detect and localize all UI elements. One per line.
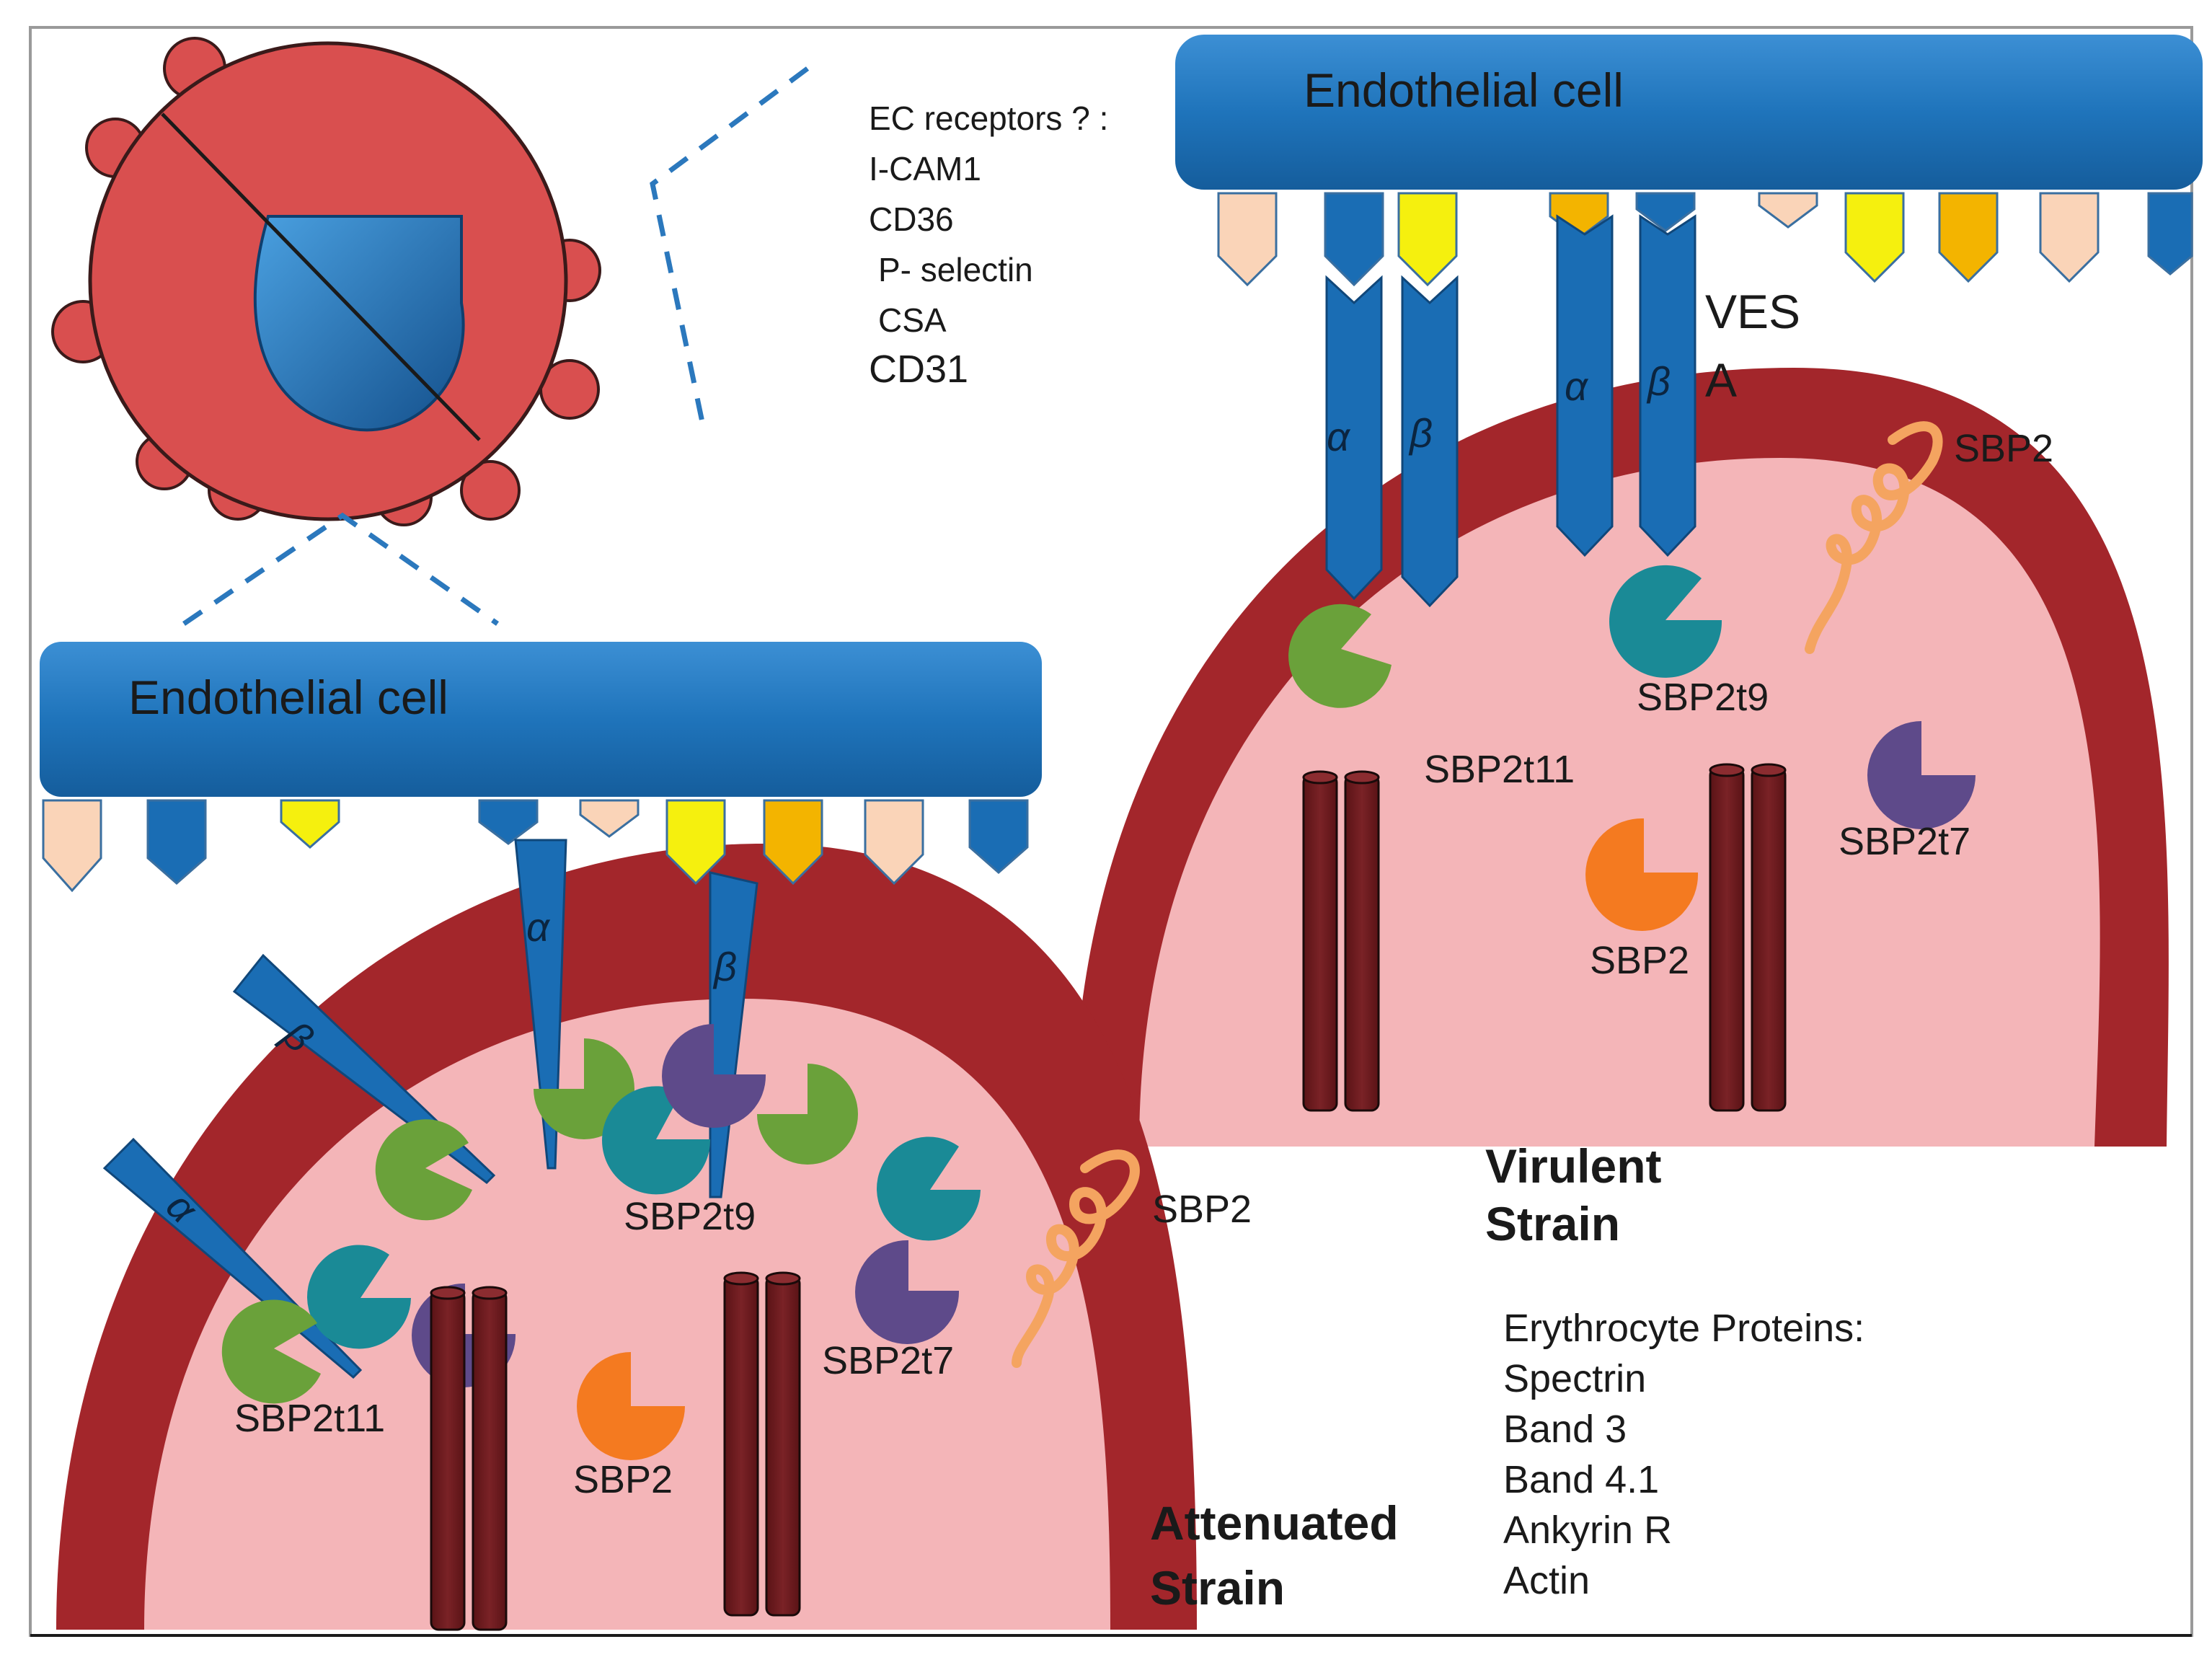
- virulent-sbp2-inner-label: SBP2: [1590, 939, 1689, 982]
- erythrocyte-proteins-heading: Erythrocyte Proteins:: [1503, 1307, 1864, 1350]
- integrin-beta-2: [1639, 214, 1696, 557]
- attenuated-ec-receptors: [42, 799, 1029, 893]
- virulent-strain-line1: Virulent: [1485, 1139, 1662, 1193]
- virulent-filaments: [1302, 763, 1787, 1112]
- ec-receptor-pselectin: P- selectin: [878, 251, 1033, 288]
- attenuated-teal-pacman-2: [877, 1136, 981, 1241]
- integrin-alpha-2: [1556, 214, 1614, 557]
- vesa-label-line1: VES: [1705, 285, 1800, 338]
- erythrocyte-protein-band3: Band 3: [1503, 1408, 1627, 1451]
- virulent-integrins: [1325, 214, 1696, 608]
- erythrocyte-protein-actin: Actin: [1503, 1559, 1590, 1602]
- attenuated-filaments: [430, 1271, 801, 1631]
- virulent-endothelial-label: Endothelial cell: [1304, 63, 1624, 117]
- zoom-lines: [182, 66, 810, 626]
- attenuated-green-pacman-1: [375, 1119, 472, 1221]
- attenuated-endothelial-label: Endothelial cell: [128, 671, 448, 724]
- attenuated-integrin-alpha-top: [514, 839, 567, 1170]
- virulent-sbp2t11-pacman: [1288, 604, 1392, 708]
- integrin-alpha-1: [1325, 275, 1383, 601]
- virulent-sbp2-label: SBP2: [1954, 427, 2053, 470]
- virulent-alpha-label-1: α: [1327, 414, 1351, 459]
- virulent-sbp2t9-label: SBP2t9: [1637, 676, 1769, 719]
- virulent-sbp2-pacman: [1585, 818, 1699, 931]
- virulent-endothelial-cell: [1175, 35, 2203, 190]
- ec-receptor-csa: CSA: [878, 301, 947, 339]
- attenuated-sbp2t11-label: SBP2t11: [234, 1397, 385, 1440]
- virulent-sbp2t7-label: SBP2t7: [1839, 820, 1970, 863]
- virulent-sbp2t11-label: SBP2t11: [1424, 748, 1575, 791]
- attenuated-beta-label-top: β: [712, 944, 737, 989]
- attenuated-sbp2-label: SBP2: [1152, 1188, 1252, 1231]
- attenuated-sbp2-inner-label: SBP2: [573, 1458, 673, 1501]
- attenuated-teal-pacman-1: [602, 1086, 711, 1195]
- attenuated-green-pacman-3: [757, 1064, 858, 1165]
- erythrocyte-proteins-list: Erythrocyte Proteins: Spectrin Band 3 Ba…: [1503, 1307, 1864, 1602]
- attenuated-alpha-label-top: α: [526, 904, 551, 950]
- parasite-nucleus: [253, 215, 465, 432]
- cross-section-line: [161, 112, 481, 441]
- attenuated-endothelial-cell: [40, 642, 1042, 797]
- ec-receptors-list: EC receptors ? : I-CAM1 CD36 P- selectin…: [869, 100, 1108, 391]
- virulent-beta-label-2: β: [1646, 358, 1671, 404]
- ec-receptor-cd31: CD31: [869, 348, 968, 391]
- erythrocyte-protein-ankyrin: Ankyrin R: [1503, 1509, 1672, 1552]
- attenuated-strain-line1: Attenuated: [1150, 1496, 1399, 1550]
- virulent-alpha-label-2: α: [1565, 363, 1589, 409]
- ec-receptor-icam1: I-CAM1: [869, 150, 981, 187]
- infected-erythrocyte: [51, 37, 601, 526]
- ec-receptor-cd36: CD36: [869, 200, 954, 238]
- virulent-sbp2t7-pacman: [1867, 721, 1976, 829]
- attenuated-panel: Endothelial cell α β β α: [40, 642, 1399, 1631]
- attenuated-orange-pacman: [577, 1352, 685, 1460]
- attenuated-strain-line2: Strain: [1150, 1561, 1285, 1615]
- attenuated-green-pacman-4: [221, 1299, 321, 1404]
- attenuated-purple-pacman-2: [855, 1240, 960, 1344]
- virulent-strain-line2: Strain: [1485, 1197, 1620, 1250]
- ec-receptors-heading: EC receptors ? :: [869, 100, 1108, 137]
- virulent-ec-receptors: [1217, 192, 2193, 287]
- virulent-panel: Endothelial cell α β α β VES: [1073, 35, 2203, 1250]
- erythrocyte-protein-band41: Band 4.1: [1503, 1458, 1659, 1501]
- attenuated-purple-pacman-1: [662, 1024, 766, 1129]
- virulent-sbp2-squiggle: [1805, 421, 1943, 654]
- integrin-beta-1: [1401, 275, 1459, 608]
- attenuated-sbp2-squiggle: [1012, 1149, 1140, 1368]
- erythrocyte-protein-spectrin: Spectrin: [1503, 1357, 1646, 1400]
- virulent-beta-label-1: β: [1408, 410, 1433, 456]
- vesa-label-line2: A: [1705, 353, 1737, 407]
- attenuated-teal-pacman-3: [307, 1245, 411, 1349]
- attenuated-sbp2t7-label: SBP2t7: [822, 1339, 954, 1382]
- attenuated-sbp2t9-label: SBP2t9: [624, 1195, 756, 1238]
- virulent-sbp2t9-pacman: [1609, 565, 1722, 678]
